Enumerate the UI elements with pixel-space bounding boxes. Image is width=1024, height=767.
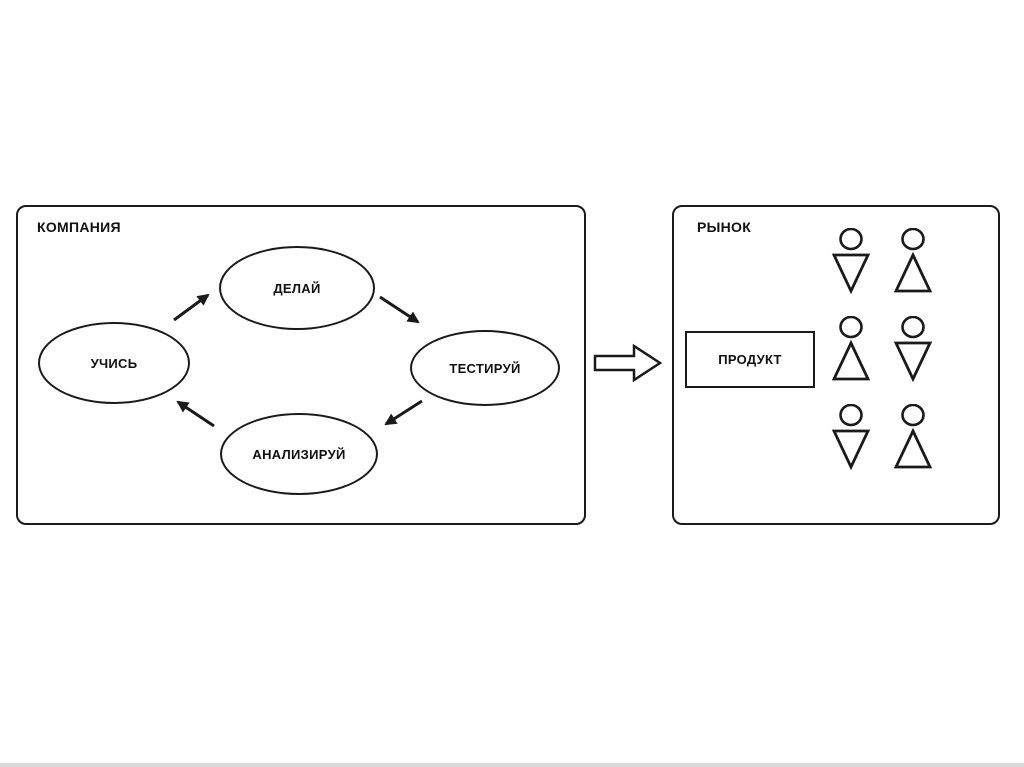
arrow-learn-to-do	[173, 293, 210, 322]
person-icon	[893, 228, 933, 296]
arrow-test-to-analyze	[384, 399, 423, 426]
node-do: ДЕЛАЙ	[219, 246, 375, 330]
node-learn: УЧИСЬ	[38, 322, 190, 404]
people-grid	[831, 228, 933, 472]
node-test: ТЕСТИРУЙ	[410, 330, 560, 406]
company-title: КОМПАНИЯ	[37, 219, 121, 235]
market-box: РЫНОК ПРОДУКТ	[672, 205, 1000, 525]
person-icon	[893, 316, 933, 384]
product-box: ПРОДУКТ	[685, 331, 815, 388]
bottom-edge-strip	[0, 763, 1024, 767]
node-test-label: ТЕСТИРУЙ	[449, 360, 521, 376]
node-do-label: ДЕЛАЙ	[273, 280, 321, 296]
company-box: КОМПАНИЯ ДЕЛАЙ УЧИСЬ ТЕСТИРУЙ АНАЛИЗИРУЙ	[16, 205, 586, 525]
arrow-analyze-to-learn	[176, 400, 215, 428]
node-learn-label: УЧИСЬ	[90, 355, 138, 371]
product-label: ПРОДУКТ	[718, 352, 782, 367]
arrow-do-to-test	[379, 295, 420, 324]
company-to-market-arrow	[593, 343, 663, 383]
node-analyze: АНАЛИЗИРУЙ	[220, 413, 378, 495]
person-icon	[893, 404, 933, 472]
person-icon	[831, 228, 871, 296]
person-icon	[831, 316, 871, 384]
market-title: РЫНОК	[697, 219, 752, 235]
person-icon	[831, 404, 871, 472]
node-analyze-label: АНАЛИЗИРУЙ	[252, 446, 346, 462]
